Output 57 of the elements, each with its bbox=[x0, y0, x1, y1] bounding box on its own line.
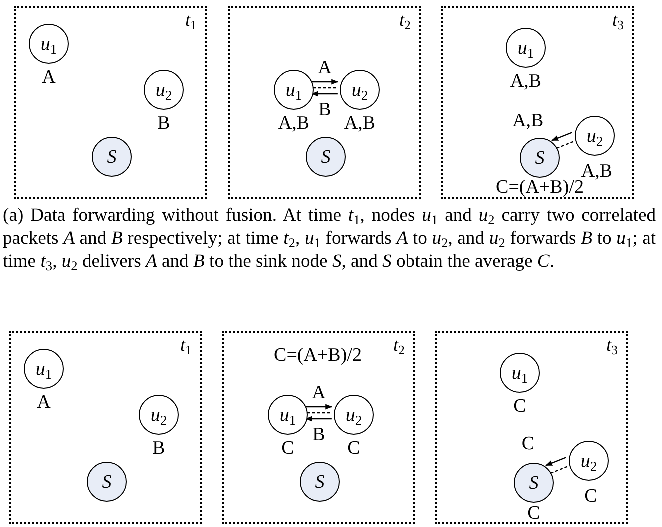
node-circle: S bbox=[300, 462, 340, 502]
node-circle: S bbox=[87, 462, 127, 502]
dashed-link bbox=[307, 412, 331, 414]
arrow bbox=[311, 91, 338, 97]
time-label: t$_{2}$ bbox=[394, 336, 405, 354]
node-circle: u$_{1}$ bbox=[274, 70, 314, 110]
time-label: t$_{2}$ bbox=[400, 11, 411, 29]
packet-label: A,B bbox=[278, 114, 310, 133]
node-circle: S bbox=[514, 463, 554, 503]
packet-label: C=(A+B)/2 bbox=[496, 178, 584, 197]
dotted-frame bbox=[222, 331, 415, 524]
time-label: t$_{3}$ bbox=[612, 11, 624, 29]
caption: (a) Data forwarding without fusion. At time t$_{1}$, nodes u$_{1}$ and u$_{2}$ carry two correlated packets A and B respectively; at time t$_{2}$, u$_{1}$ forwards A to u$_{2}$, and u$_{2}$ forwards B to u$_{1}$; at time t$_{3}$, u$_{2}$ delivers A and B to the sink node S, and S obtain the average C. bbox=[3, 204, 656, 273]
dashed-link bbox=[551, 466, 568, 474]
arrow bbox=[312, 79, 339, 85]
node-circle: u$_{2}$ bbox=[334, 395, 374, 435]
packet-label: C bbox=[282, 439, 294, 458]
node-circle: u$_{1}$ bbox=[500, 353, 540, 393]
dotted-frame bbox=[14, 6, 207, 199]
packet-label: C bbox=[528, 504, 540, 523]
packet-label: C bbox=[348, 439, 360, 458]
packet-label: B bbox=[158, 114, 170, 133]
node-circle: S bbox=[306, 137, 346, 177]
packet-label: C bbox=[584, 487, 598, 506]
node-circle: u$_{1}$ bbox=[506, 28, 546, 68]
dotted-frame bbox=[441, 6, 634, 199]
packet-label: C bbox=[514, 397, 526, 416]
node-circle: u$_{2}$ bbox=[139, 395, 179, 435]
dashed-link bbox=[557, 141, 574, 149]
time-label: t$_{1}$ bbox=[186, 11, 197, 29]
arrow bbox=[552, 132, 572, 142]
time-label: t$_{3}$ bbox=[606, 336, 618, 354]
node-circle: u$_{2}$ bbox=[340, 70, 380, 110]
arrow bbox=[305, 416, 332, 422]
packet-label: A,B bbox=[510, 72, 542, 91]
node-circle: u$_{2}$ bbox=[569, 441, 609, 481]
node-circle: S bbox=[92, 137, 132, 177]
dotted-frame bbox=[228, 6, 421, 199]
node-circle: u$_{1}$ bbox=[268, 395, 308, 435]
packet-label: A,B bbox=[344, 114, 376, 133]
dashed-link bbox=[313, 87, 337, 89]
arrow bbox=[306, 404, 333, 410]
packet-label: A,B bbox=[581, 162, 613, 181]
time-label: t$_{1}$ bbox=[180, 336, 192, 354]
node-circle: S bbox=[520, 138, 560, 178]
packet-label: A bbox=[37, 393, 51, 412]
edge-label: A,B bbox=[512, 111, 545, 130]
node-circle: u$_{2}$ bbox=[144, 70, 184, 110]
node-circle: u$_{1}$ bbox=[29, 24, 69, 64]
packet-label: B bbox=[152, 439, 166, 458]
arrow bbox=[546, 457, 566, 466]
packet-label: A bbox=[42, 68, 56, 87]
formula-label: C=(A+B)/2 bbox=[274, 346, 362, 365]
dotted-frame bbox=[9, 331, 202, 524]
node-circle: u$_{1}$ bbox=[24, 349, 64, 389]
dotted-frame bbox=[435, 331, 628, 524]
node-circle: u$_{2}$ bbox=[575, 116, 615, 156]
